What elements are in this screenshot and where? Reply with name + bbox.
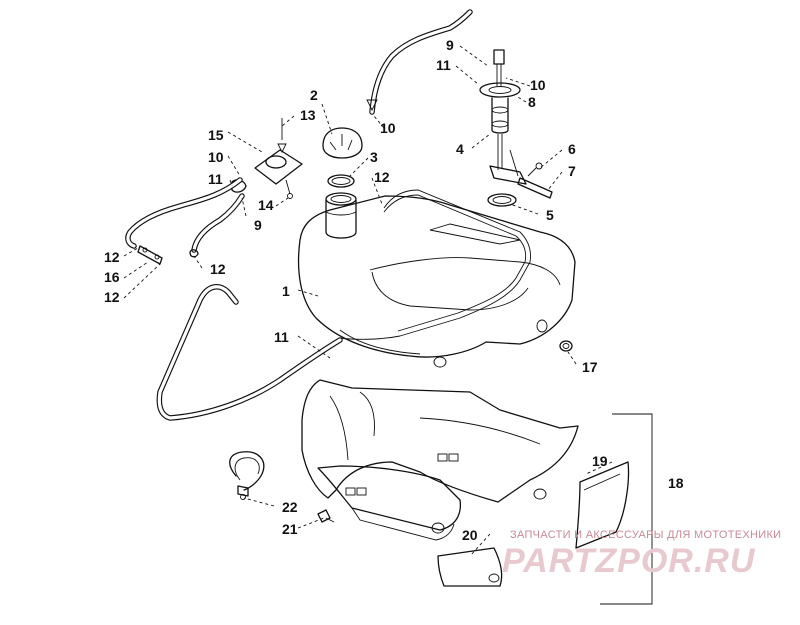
callout-20: 20 [462,527,478,543]
pump-seal [487,193,517,207]
callout-14: 14 [258,197,274,213]
watermark-logo: PARTZPOR.RU [502,542,756,580]
callout-18: 18 [668,475,684,491]
callout-5: 5 [546,207,554,223]
callout-9-left: 9 [254,217,262,233]
front-panel [437,547,503,587]
hose-clamp [229,451,265,500]
watermark: ЗАПЧАСТИ И АКСЕССУАРЫ ДЛЯ МОТОТЕХНИКИ PA… [502,529,781,580]
callout-12-left-bottom: 12 [104,289,120,305]
watermark-tagline: ЗАПЧАСТИ И АКСЕССУАРЫ ДЛЯ МОТОТЕХНИКИ [510,529,781,541]
callout-6: 6 [568,141,576,157]
callout-21: 21 [282,521,298,537]
callout-2: 2 [310,87,318,103]
callout-22: 22 [282,499,298,515]
callout-15: 15 [208,127,224,143]
vent-line [339,189,531,340]
side-panel [575,461,630,549]
left-vent-hoses [125,177,245,265]
lower-plate [317,465,462,541]
callout-12-mid: 12 [210,261,226,277]
callout-11-top: 11 [436,57,451,73]
callout-16: 16 [104,269,120,285]
vent-valve-assembly [231,118,303,199]
callout-labels: 1 11 2 13 15 10 11 14 9 12 16 12 12 3 12… [104,37,684,543]
leader-lines [123,45,653,605]
callout-12-vent: 12 [374,169,390,185]
callout-17: 17 [582,359,598,375]
callout-11-tank: 11 [274,329,289,345]
callout-4: 4 [456,141,464,157]
long-drain-hose [156,284,343,421]
filler-cap [322,127,363,159]
callout-9-top: 9 [446,37,454,53]
grommet [559,340,573,352]
fuel-tank [297,192,576,368]
callout-19: 19 [592,453,608,469]
callout-8: 8 [528,94,536,110]
callout-10-hose: 10 [380,120,396,136]
tank-shield [301,379,579,503]
fuel-pump-assembly [479,49,553,199]
callout-12-left-top: 12 [104,249,120,265]
callout-7: 7 [568,163,576,179]
pump-vent-hose [366,9,473,115]
callout-10-pump: 10 [530,77,546,93]
callout-10-left: 10 [208,149,224,165]
callout-11-left: 11 [208,171,223,187]
callout-1: 1 [282,283,290,299]
bolt [317,509,335,523]
callout-3: 3 [370,149,378,165]
callout-13: 13 [300,107,316,123]
filler-gasket [327,174,355,188]
